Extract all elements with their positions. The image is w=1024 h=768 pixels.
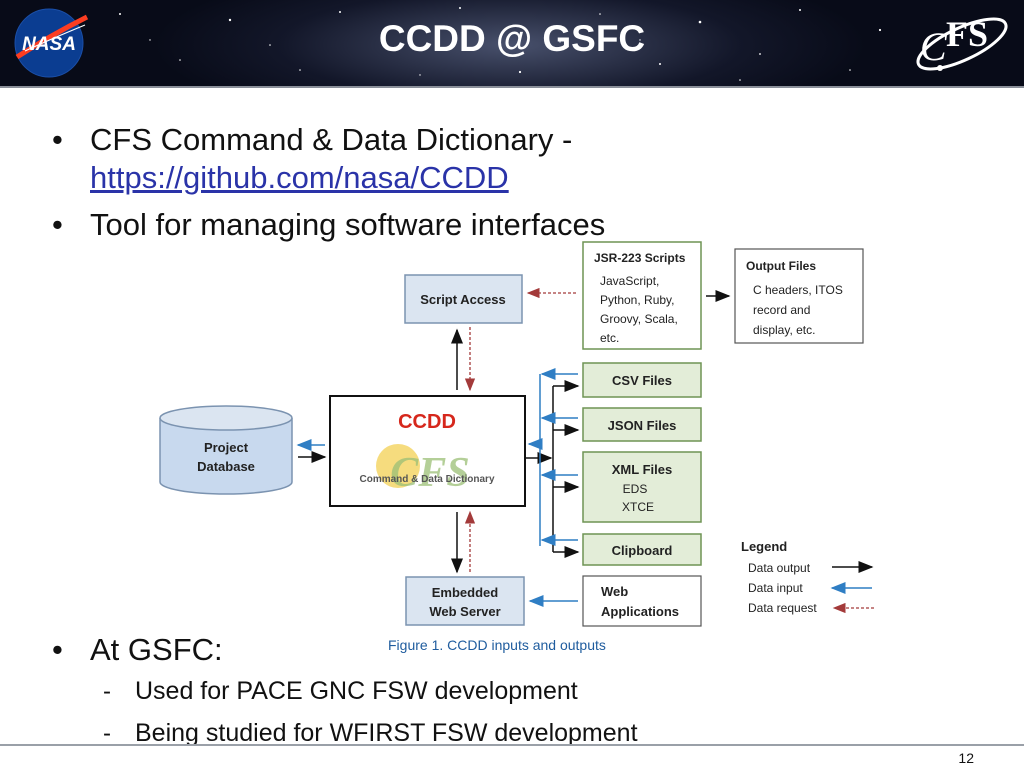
node-json-files: JSON Files [582, 407, 702, 442]
svg-text:Python, Ruby,: Python, Ruby, [600, 293, 674, 307]
svg-text:Clipboard: Clipboard [612, 543, 673, 558]
svg-text:JavaScript,: JavaScript, [600, 274, 659, 288]
svg-text:Output Files: Output Files [746, 259, 816, 273]
svg-text:display, etc.: display, etc. [753, 323, 815, 337]
bullet-ccdd: CFS Command & Data Dictionary - [90, 122, 573, 157]
svg-text:Data output: Data output [748, 561, 811, 575]
node-project-database: Project Database [159, 405, 293, 495]
header-glow [150, 0, 870, 86]
sub-bullet-marker: - [103, 678, 111, 705]
ccdd-sun-icon [376, 444, 420, 488]
starfield-background [119, 7, 882, 81]
svg-text:C headers, ITOS: C headers, ITOS [753, 283, 843, 297]
svg-text:Database: Database [197, 459, 255, 474]
svg-text:FS: FS [946, 14, 988, 54]
node-ccdd: CCDD CFS Command & Data Dictionary [329, 395, 526, 507]
node-embedded-web-server: Embedded Web Server [405, 576, 525, 626]
svg-text:JSON Files: JSON Files [608, 418, 677, 433]
diagram-arrows [296, 287, 731, 607]
slide-header: NASA CCDD @ GSFC C FS [0, 0, 1024, 88]
bullet-marker: • [52, 122, 63, 157]
bullet-marker: • [52, 207, 63, 242]
slide-title: CCDD @ GSFC [378, 18, 646, 59]
diagram-legend: Legend Data output Data input Data reque… [741, 539, 874, 615]
node-csv-files: CSV Files [582, 362, 702, 398]
bullet-marker: • [52, 632, 63, 667]
svg-text:Legend: Legend [741, 539, 787, 554]
footer-divider [0, 744, 1024, 746]
node-xml-files: XML Files EDS XTCE [582, 451, 702, 523]
svg-text:EDS: EDS [623, 482, 648, 496]
svg-text:NASA: NASA [22, 34, 76, 55]
sub-bullet-pace: Used for PACE GNC FSW development [135, 677, 578, 705]
svg-text:CSV Files: CSV Files [612, 373, 672, 388]
node-clipboard: Clipboard [582, 533, 702, 566]
diagram-caption: Figure 1. CCDD inputs and outputs [388, 637, 606, 653]
svg-text:etc.: etc. [600, 331, 619, 345]
cfs-logo: C FS [910, 4, 1014, 86]
node-script-access: Script Access [404, 274, 523, 324]
bullet-at-gsfc: At GSFC: [90, 632, 223, 667]
sub-bullet-marker: - [103, 720, 111, 747]
svg-text:C: C [920, 24, 948, 69]
svg-text:JSR-223 Scripts: JSR-223 Scripts [594, 251, 686, 265]
svg-text:CCDD: CCDD [398, 411, 456, 433]
svg-text:Embedded: Embedded [432, 585, 499, 600]
page-number: 12 [958, 750, 974, 766]
svg-text:Applications: Applications [601, 604, 679, 619]
svg-text:Command & Data Dictionary: Command & Data Dictionary [359, 474, 494, 485]
svg-text:Data request: Data request [748, 601, 817, 615]
node-jsr-scripts: JSR-223 Scripts JavaScript, Python, Ruby… [582, 241, 702, 350]
svg-text:Web Server: Web Server [429, 604, 500, 619]
svg-text:XTCE: XTCE [622, 500, 654, 514]
svg-text:Project: Project [204, 440, 249, 455]
svg-text:CFS: CFS [390, 450, 469, 496]
svg-text:Data input: Data input [748, 581, 803, 595]
svg-text:Groovy, Scala,: Groovy, Scala, [600, 312, 678, 326]
svg-text:XML Files: XML Files [612, 462, 672, 477]
svg-text:record and: record and [753, 303, 810, 317]
node-web-applications: Web Applications [582, 575, 702, 627]
bullet-tool: Tool for managing software interfaces [90, 207, 606, 242]
sub-bullet-wfirst: Being studied for WFIRST FSW development [135, 719, 638, 747]
github-link[interactable]: https://github.com/nasa/CCDD [90, 160, 509, 195]
node-output-files: Output Files C headers, ITOS record and … [734, 248, 864, 344]
nasa-logo: NASA [11, 5, 91, 86]
svg-text:Script Access: Script Access [420, 292, 506, 307]
svg-text:Web: Web [601, 584, 628, 599]
